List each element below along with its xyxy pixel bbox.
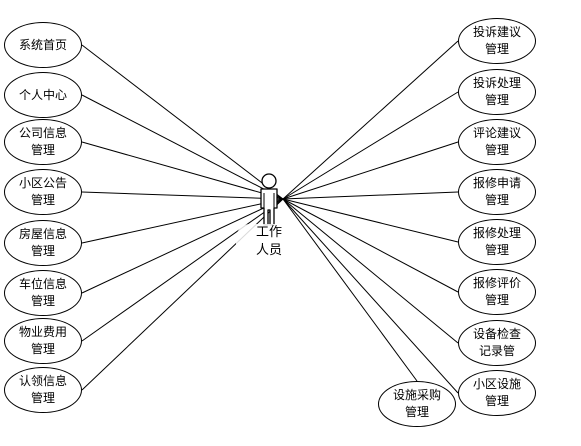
- use-case-label: 认领信息 管理: [18, 374, 67, 405]
- use-case-repair-review: 报修评价 管理: [458, 269, 536, 315]
- use-case-complaint-handling: 投诉处理 管理: [458, 69, 536, 115]
- use-case-claim-info: 认领信息 管理: [4, 367, 82, 413]
- actor-icon: [260, 173, 278, 226]
- association-line-facility: [282, 198, 459, 394]
- use-case-label: 车位信息 管理: [18, 277, 67, 308]
- association-line-complaint-handle: [282, 91, 459, 200]
- use-case-label: 投诉建议 管理: [472, 25, 521, 56]
- association-line-device-check: [282, 198, 459, 344]
- use-case-label: 设备检查 记录管: [472, 327, 521, 358]
- association-line-home: [81, 44, 284, 200]
- use-case-parking-info: 车位信息 管理: [4, 270, 82, 316]
- association-line-repair-review: [282, 198, 459, 293]
- use-case-repair-application: 报修申请 管理: [458, 169, 536, 215]
- association-line-house: [81, 198, 284, 244]
- use-case-personal-center: 个人中心: [4, 72, 82, 118]
- use-case-repair-handling: 报修处理 管理: [458, 219, 536, 265]
- use-case-community-facility: 小区设施 管理: [458, 370, 536, 416]
- use-case-complaint-suggestion: 投诉建议 管理: [458, 18, 536, 64]
- use-case-device-inspection: 设备检查 记录管: [458, 320, 536, 366]
- association-line-comment-suggest: [282, 141, 459, 200]
- use-case-label: 投诉处理 管理: [472, 76, 521, 107]
- use-case-house-info: 房屋信息 管理: [4, 220, 82, 266]
- use-case-label: 设施采购 管理: [392, 388, 441, 419]
- association-line-parking: [81, 198, 284, 294]
- association-line-notice: [81, 191, 284, 200]
- use-case-label: 房屋信息 管理: [18, 227, 67, 258]
- use-case-label: 报修申请 管理: [472, 176, 521, 207]
- use-case-property-fee: 物业费用 管理: [4, 318, 82, 364]
- use-case-label: 物业费用 管理: [18, 325, 67, 356]
- use-case-community-notice: 小区公告 管理: [4, 169, 82, 215]
- association-line-fee: [81, 198, 284, 342]
- actor-label: 工作 人员: [236, 224, 302, 260]
- association-line-company: [81, 141, 284, 200]
- use-case-facility-purchase: 设施采购 管理: [378, 381, 456, 427]
- use-case-label: 小区设施 管理: [472, 377, 521, 408]
- association-line-repair-handle: [282, 198, 459, 243]
- use-case-comment-suggestion: 评论建议 管理: [458, 119, 536, 165]
- use-case-label: 系统首页: [18, 37, 67, 52]
- association-line-complaint-suggest: [282, 40, 459, 200]
- use-case-label: 评论建议 管理: [472, 126, 521, 157]
- association-line-repair-apply: [282, 191, 459, 200]
- use-case-label: 个人中心: [18, 87, 67, 102]
- use-case-label: 报修处理 管理: [472, 226, 521, 257]
- association-line-personal: [81, 94, 284, 200]
- use-case-label: 报修评价 管理: [472, 276, 521, 307]
- use-case-home: 系统首页: [4, 22, 82, 68]
- use-case-label: 小区公告 管理: [18, 176, 67, 207]
- use-case-label: 公司信息 管理: [18, 126, 67, 157]
- use-case-company-info: 公司信息 管理: [4, 119, 82, 165]
- association-line-purchase: [282, 198, 418, 382]
